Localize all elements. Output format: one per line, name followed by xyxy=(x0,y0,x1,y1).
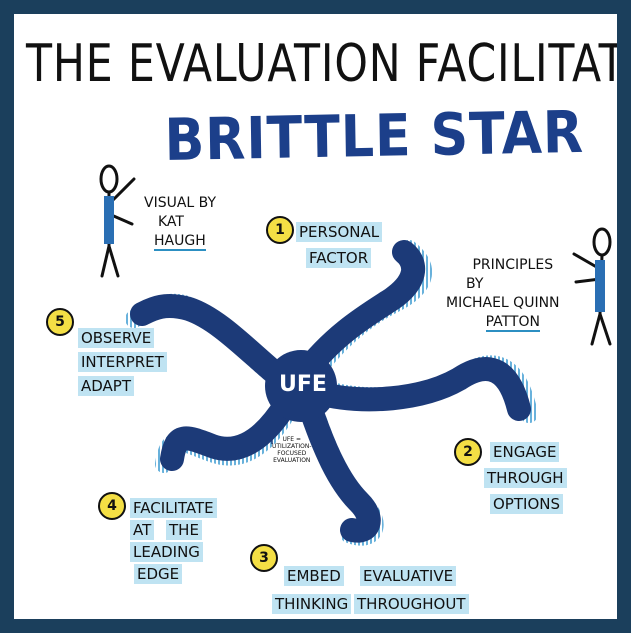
star-arm-2 xyxy=(302,357,531,421)
star-disc xyxy=(265,350,337,422)
principle-4-line-2: AT xyxy=(130,520,155,540)
principle-3-line-3: THINKING xyxy=(272,594,352,614)
credit-visual-by: VISUAL BY KAT HAUGH xyxy=(144,195,217,251)
principle-3-line-1: EMBED xyxy=(284,566,344,586)
principle-3-line-4: THROUGHOUT xyxy=(354,594,469,614)
principle-4-number: 4 xyxy=(98,492,126,520)
principle-1-number: 1 xyxy=(266,216,294,244)
principle-2-line-3: OPTIONS xyxy=(490,494,563,514)
principle-4-line-3: THE xyxy=(166,520,202,540)
stick-figure-left-shirt xyxy=(104,196,114,244)
principle-2-number: 2 xyxy=(454,438,482,466)
principle-5-line-3: ADAPT xyxy=(78,376,135,396)
star-arm-4 xyxy=(160,392,298,471)
principle-2-line-1: ENGAGE xyxy=(490,442,560,462)
principle-4-line-5: EDGE xyxy=(134,564,183,584)
star-arm-5 xyxy=(130,294,294,391)
principle-5-number: 5 xyxy=(46,308,74,336)
center-label: UFE xyxy=(279,372,327,397)
tiny-figure-icon xyxy=(269,431,275,444)
principle-3-number: 3 xyxy=(250,544,278,572)
center-note: UFE = UTILIZATION- FOCUSED EVALUATION xyxy=(272,436,312,464)
principle-3-line-2: EVALUATIVE xyxy=(360,566,457,586)
sketch-artwork xyxy=(99,164,612,546)
principle-5-line-2: INTERPRET xyxy=(78,352,167,372)
principle-1-line-2: FACTOR xyxy=(306,248,372,268)
brittle-star xyxy=(130,240,531,543)
stick-figure-right-shirt xyxy=(595,260,605,312)
page-subtitle: BRITTLE STAR xyxy=(164,97,585,174)
star-arm-1 xyxy=(292,240,426,386)
principle-4-line-4: LEADING xyxy=(130,542,203,562)
page-title: THE EVALUATION FACILITATI xyxy=(26,34,631,94)
principle-5-line-1: OBSERVE xyxy=(78,328,155,348)
credit-principles-by: PRINCIPLES BY MICHAEL QUINN PATTON xyxy=(446,257,560,332)
principle-2-line-2: THROUGH xyxy=(484,468,567,488)
principle-4-line-1: FACILITATE xyxy=(130,498,217,518)
principle-1-line-1: PERSONAL xyxy=(296,222,383,242)
star-arm-3 xyxy=(297,392,381,543)
